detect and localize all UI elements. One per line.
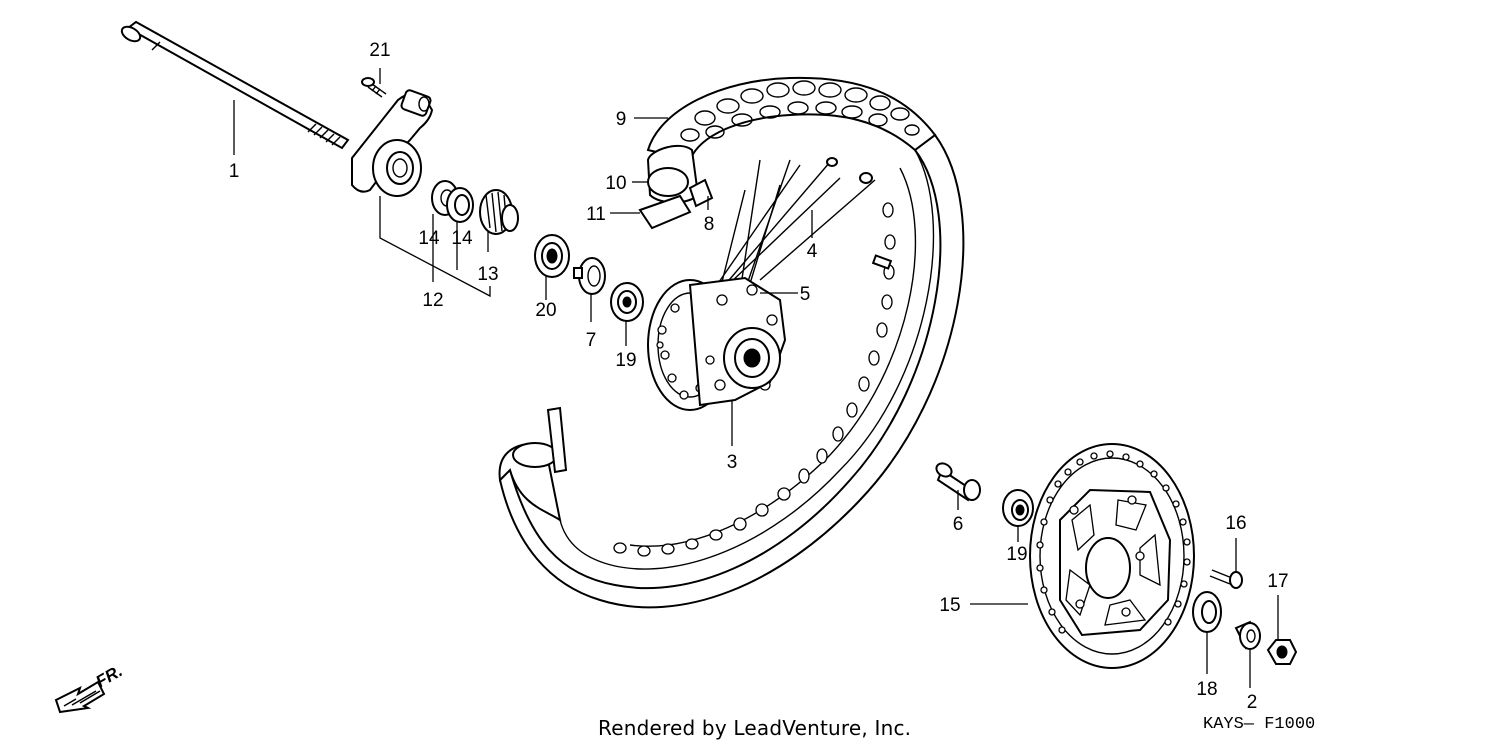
callout-1: 1	[229, 161, 240, 182]
distance-collar-part[interactable]	[934, 461, 981, 502]
leader-lines	[233, 68, 1279, 688]
speedometer-gearbox-part[interactable]	[351, 89, 434, 197]
bearing-part-left[interactable]	[534, 234, 570, 278]
callout-20: 20	[535, 300, 556, 321]
brake-disc-part[interactable]	[1029, 443, 1195, 669]
bearing-part-center[interactable]	[610, 282, 644, 322]
callout-labels: 1 21 14 14 13 12 20 7 19 9 10 11 8 4 5 3…	[229, 40, 1289, 713]
spokes-part[interactable]	[709, 157, 893, 301]
bearing-part-right[interactable]	[1002, 489, 1034, 527]
front-direction-arrow-icon: FR.	[54, 661, 126, 714]
callout-14a: 14	[418, 228, 440, 249]
callout-17: 17	[1267, 571, 1288, 592]
callout-11: 11	[586, 204, 606, 225]
callout-10: 10	[605, 173, 626, 194]
callout-16: 16	[1225, 513, 1246, 534]
callout-18: 18	[1196, 679, 1217, 700]
tire-part[interactable]	[646, 76, 937, 162]
speedometer-gear-part[interactable]	[479, 189, 519, 235]
washer-part-b[interactable]	[446, 187, 474, 223]
axle-part[interactable]	[119, 20, 350, 150]
diagram-code: KAYS— F1000	[1203, 715, 1316, 734]
callout-15: 15	[939, 595, 960, 616]
axle-nut-part[interactable]	[1266, 639, 1298, 665]
disc-bolt-part[interactable]	[1209, 569, 1243, 589]
callout-14b: 14	[451, 228, 473, 249]
hub-part[interactable]	[647, 276, 787, 411]
rim-spoke-holes	[613, 202, 896, 557]
valve-flap-part[interactable]	[638, 194, 692, 230]
oil-seal-part[interactable]	[1192, 591, 1222, 633]
callout-12: 12	[422, 290, 443, 311]
callout-13: 13	[477, 264, 498, 285]
callout-9: 9	[616, 109, 627, 130]
rim-band-part[interactable]	[688, 178, 714, 208]
tube-part[interactable]	[646, 144, 700, 204]
callout-8: 8	[704, 214, 715, 235]
credit-text: Rendered by LeadVenture, Inc.	[598, 716, 912, 740]
callout-21: 21	[369, 40, 390, 61]
rim-part[interactable]	[498, 133, 965, 609]
callout-2: 2	[1247, 692, 1258, 713]
callout-6: 6	[953, 514, 964, 535]
callout-19a: 19	[615, 350, 636, 371]
retainer-part[interactable]	[573, 257, 606, 295]
callout-4: 4	[807, 241, 818, 262]
callout-5: 5	[800, 284, 811, 305]
callout-7: 7	[586, 330, 597, 351]
screw-part[interactable]	[361, 77, 387, 98]
callout-3: 3	[727, 452, 738, 473]
side-collar-part[interactable]	[1234, 620, 1261, 650]
callout-19b: 19	[1006, 544, 1027, 565]
